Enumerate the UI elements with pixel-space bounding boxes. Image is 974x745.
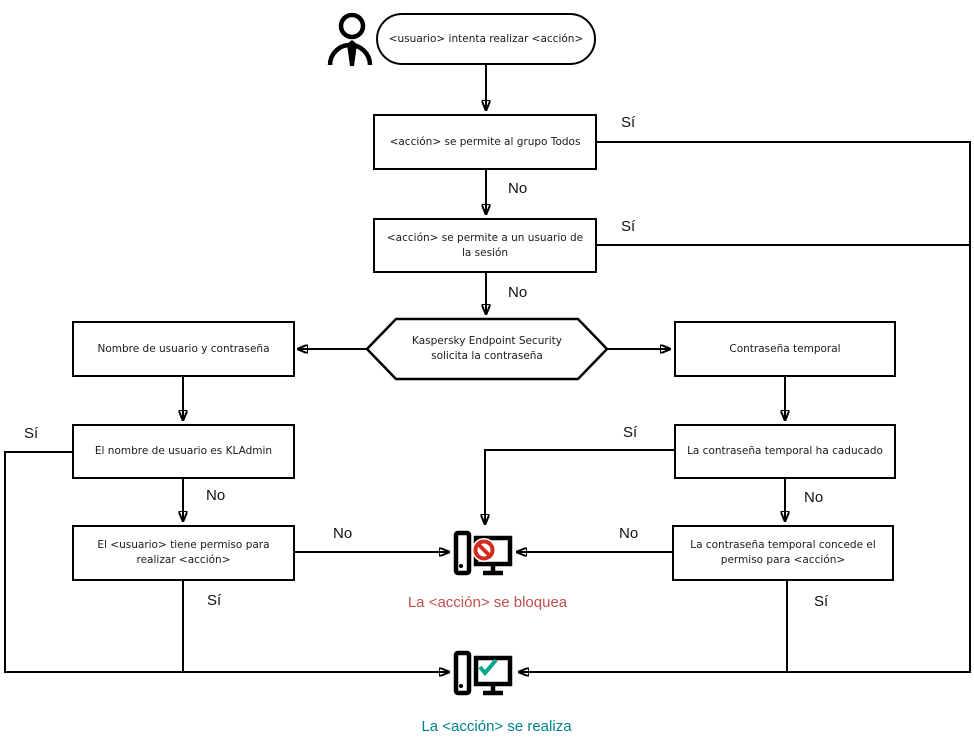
edge-label-kladmin-yes: Sí bbox=[24, 425, 39, 442]
node-user-has-permission-label: El <usuario> tiene permiso para realizar… bbox=[97, 539, 270, 566]
connector-kladmin-yes-to-performed bbox=[4, 451, 450, 672]
node-allow-session: <acción> se permite a un usuario de la s… bbox=[373, 218, 597, 273]
node-user-pass: Nombre de usuario y contraseña bbox=[72, 321, 295, 377]
edge-label-session-yes: Sí bbox=[621, 218, 636, 235]
hexagon-kes-prompt-shape bbox=[365, 317, 609, 381]
node-temp-pass: Contraseña temporal bbox=[674, 321, 896, 377]
node-allow-session-label: <acción> se permite a un usuario de la s… bbox=[386, 231, 584, 259]
node-temp-pass-label: Contraseña temporal bbox=[729, 342, 841, 355]
node-temp-grants-label: La contraseña temporal concede el permis… bbox=[690, 539, 876, 566]
node-user-has-permission: El <usuario> tiene permiso para realizar… bbox=[72, 525, 295, 581]
edge-label-permission-no: No bbox=[333, 525, 353, 542]
edge-label-permission-yes: Sí bbox=[207, 592, 222, 609]
edge-label-kladmin-no: No bbox=[206, 487, 226, 504]
node-user-pass-label: Nombre de usuario y contraseña bbox=[97, 342, 270, 355]
blocked-caption: La <acción> se bloquea bbox=[407, 594, 568, 611]
node-temp-grants: La contraseña temporal concede el permis… bbox=[672, 525, 894, 581]
node-allow-all-label: <acción> se permite al grupo Todos bbox=[389, 135, 581, 148]
edge-label-allowall-yes: Sí bbox=[621, 114, 636, 131]
edge-label-expired-no: No bbox=[804, 489, 824, 506]
person-icon bbox=[327, 12, 373, 66]
node-kes-prompt-label: Kaspersky Endpoint Security solicita la … bbox=[412, 335, 562, 362]
connector-allowall-yes-to-performed bbox=[518, 141, 971, 672]
edge-label-grants-no: No bbox=[619, 525, 639, 542]
connector-expired-yes-to-blocked bbox=[485, 449, 674, 525]
node-temp-expired-label: La contraseña temporal ha caducado bbox=[687, 445, 883, 458]
performed-caption: La <acción> se realiza bbox=[421, 718, 572, 735]
node-temp-expired: La contraseña temporal ha caducado bbox=[674, 424, 896, 479]
node-start: <usuario> intenta realizar <acción> bbox=[376, 13, 596, 65]
edge-label-grants-yes: Sí bbox=[814, 593, 829, 610]
node-allow-all: <acción> se permite al grupo Todos bbox=[373, 114, 597, 170]
check-icon bbox=[478, 658, 498, 677]
node-is-kladmin: El nombre de usuario es KLAdmin bbox=[72, 424, 295, 479]
blocked-computer-icon bbox=[453, 530, 513, 576]
allowed-computer-icon bbox=[453, 650, 513, 696]
node-kes-prompt: Kaspersky Endpoint Security solicita la … bbox=[383, 321, 591, 377]
edge-label-session-no: No bbox=[508, 284, 528, 301]
edge-label-expired-yes: Sí bbox=[623, 424, 638, 441]
edge-label-allowall-no: No bbox=[508, 180, 528, 197]
node-start-label: <usuario> intenta realizar <acción> bbox=[388, 32, 584, 45]
node-is-kladmin-label: El nombre de usuario es KLAdmin bbox=[94, 445, 273, 458]
